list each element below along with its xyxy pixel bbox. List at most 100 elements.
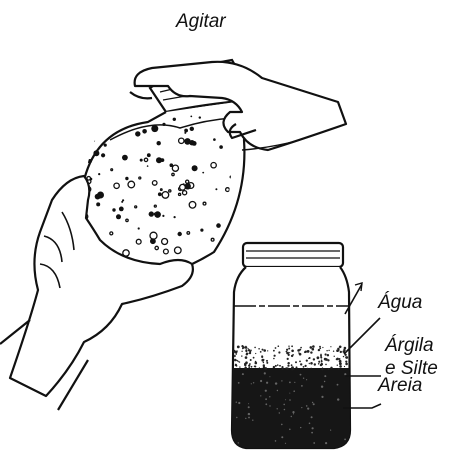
speckle: [248, 367, 250, 369]
speckle: [155, 246, 158, 249]
speckle: [164, 249, 169, 254]
speckle: [307, 368, 308, 369]
speckle: [344, 439, 346, 441]
speckle: [235, 267, 241, 273]
title-shake: Agitar: [176, 12, 226, 31]
speckle: [300, 347, 302, 349]
speckle: [254, 347, 256, 349]
speckle: [169, 190, 171, 192]
speckle: [273, 358, 275, 360]
speckle: [278, 351, 280, 353]
speckle: [248, 417, 250, 419]
speckle: [234, 359, 237, 362]
speckle: [175, 247, 182, 254]
speckle: [282, 368, 284, 370]
speckle: [93, 150, 99, 156]
speckle: [337, 398, 339, 400]
speckle: [311, 416, 313, 418]
speckle: [150, 238, 156, 244]
speckle: [306, 405, 308, 407]
speckle: [318, 361, 320, 363]
speckle: [261, 355, 263, 357]
speckle: [98, 173, 100, 175]
speckle: [219, 145, 223, 149]
speckle: [265, 390, 267, 392]
speckle: [311, 432, 313, 434]
speckle: [266, 382, 268, 384]
speckle: [306, 379, 307, 380]
speckle: [330, 430, 331, 431]
speckle: [149, 211, 154, 216]
speckle: [289, 399, 291, 401]
speckle: [345, 357, 346, 358]
speckle: [277, 364, 279, 366]
speckle: [248, 406, 250, 408]
speckle: [238, 382, 240, 384]
speckle: [136, 239, 141, 244]
speckle: [322, 367, 323, 368]
speckle: [305, 365, 307, 367]
speckle: [292, 354, 294, 356]
speckle: [305, 351, 307, 353]
speckle: [215, 188, 217, 190]
speckle: [162, 215, 164, 217]
speckle: [344, 366, 345, 367]
speckle: [291, 364, 293, 366]
speckle: [184, 138, 191, 145]
speckle: [139, 177, 141, 179]
speckle: [128, 181, 135, 188]
speckle: [288, 354, 290, 356]
speckle: [333, 351, 334, 352]
speckle: [189, 202, 196, 209]
speckle: [266, 362, 268, 364]
speckle: [265, 403, 267, 405]
speckle: [248, 413, 250, 415]
speckle: [324, 375, 326, 377]
speckle: [221, 285, 225, 289]
speckle: [114, 183, 119, 188]
speckle: [104, 144, 107, 147]
speckle: [260, 395, 261, 396]
speckle: [269, 405, 270, 406]
speckle: [321, 360, 322, 361]
speckle: [281, 424, 283, 426]
speckle: [233, 224, 239, 230]
speckle: [277, 408, 278, 409]
speckle: [252, 420, 253, 421]
speckle: [303, 366, 305, 368]
speckle: [190, 116, 192, 118]
speckle: [324, 381, 325, 382]
speckle: [249, 363, 251, 365]
speckle: [150, 232, 157, 239]
speckle: [283, 404, 285, 406]
speckle: [202, 172, 204, 174]
speckle: [279, 412, 280, 413]
speckle: [140, 159, 143, 162]
speckle: [318, 349, 320, 351]
speckle: [88, 159, 92, 163]
speckle: [303, 378, 304, 379]
speckle: [218, 289, 224, 295]
speckle: [275, 365, 277, 367]
speckle: [288, 362, 290, 364]
speckle: [269, 396, 270, 397]
speckle: [248, 349, 250, 351]
speckle: [322, 347, 323, 348]
speckle: [211, 238, 214, 241]
speckle: [162, 192, 169, 199]
speckle: [326, 350, 327, 351]
speckle: [319, 347, 321, 349]
speckle: [298, 352, 299, 353]
speckle: [338, 350, 340, 352]
speckle: [327, 354, 329, 356]
speckle: [245, 346, 248, 349]
speckle: [287, 368, 289, 370]
speckle: [345, 363, 348, 366]
speckle: [96, 202, 100, 206]
speckle: [157, 141, 161, 145]
speckle: [279, 365, 281, 367]
speckle: [244, 367, 247, 370]
speckle: [264, 367, 267, 370]
speckle: [300, 363, 302, 365]
